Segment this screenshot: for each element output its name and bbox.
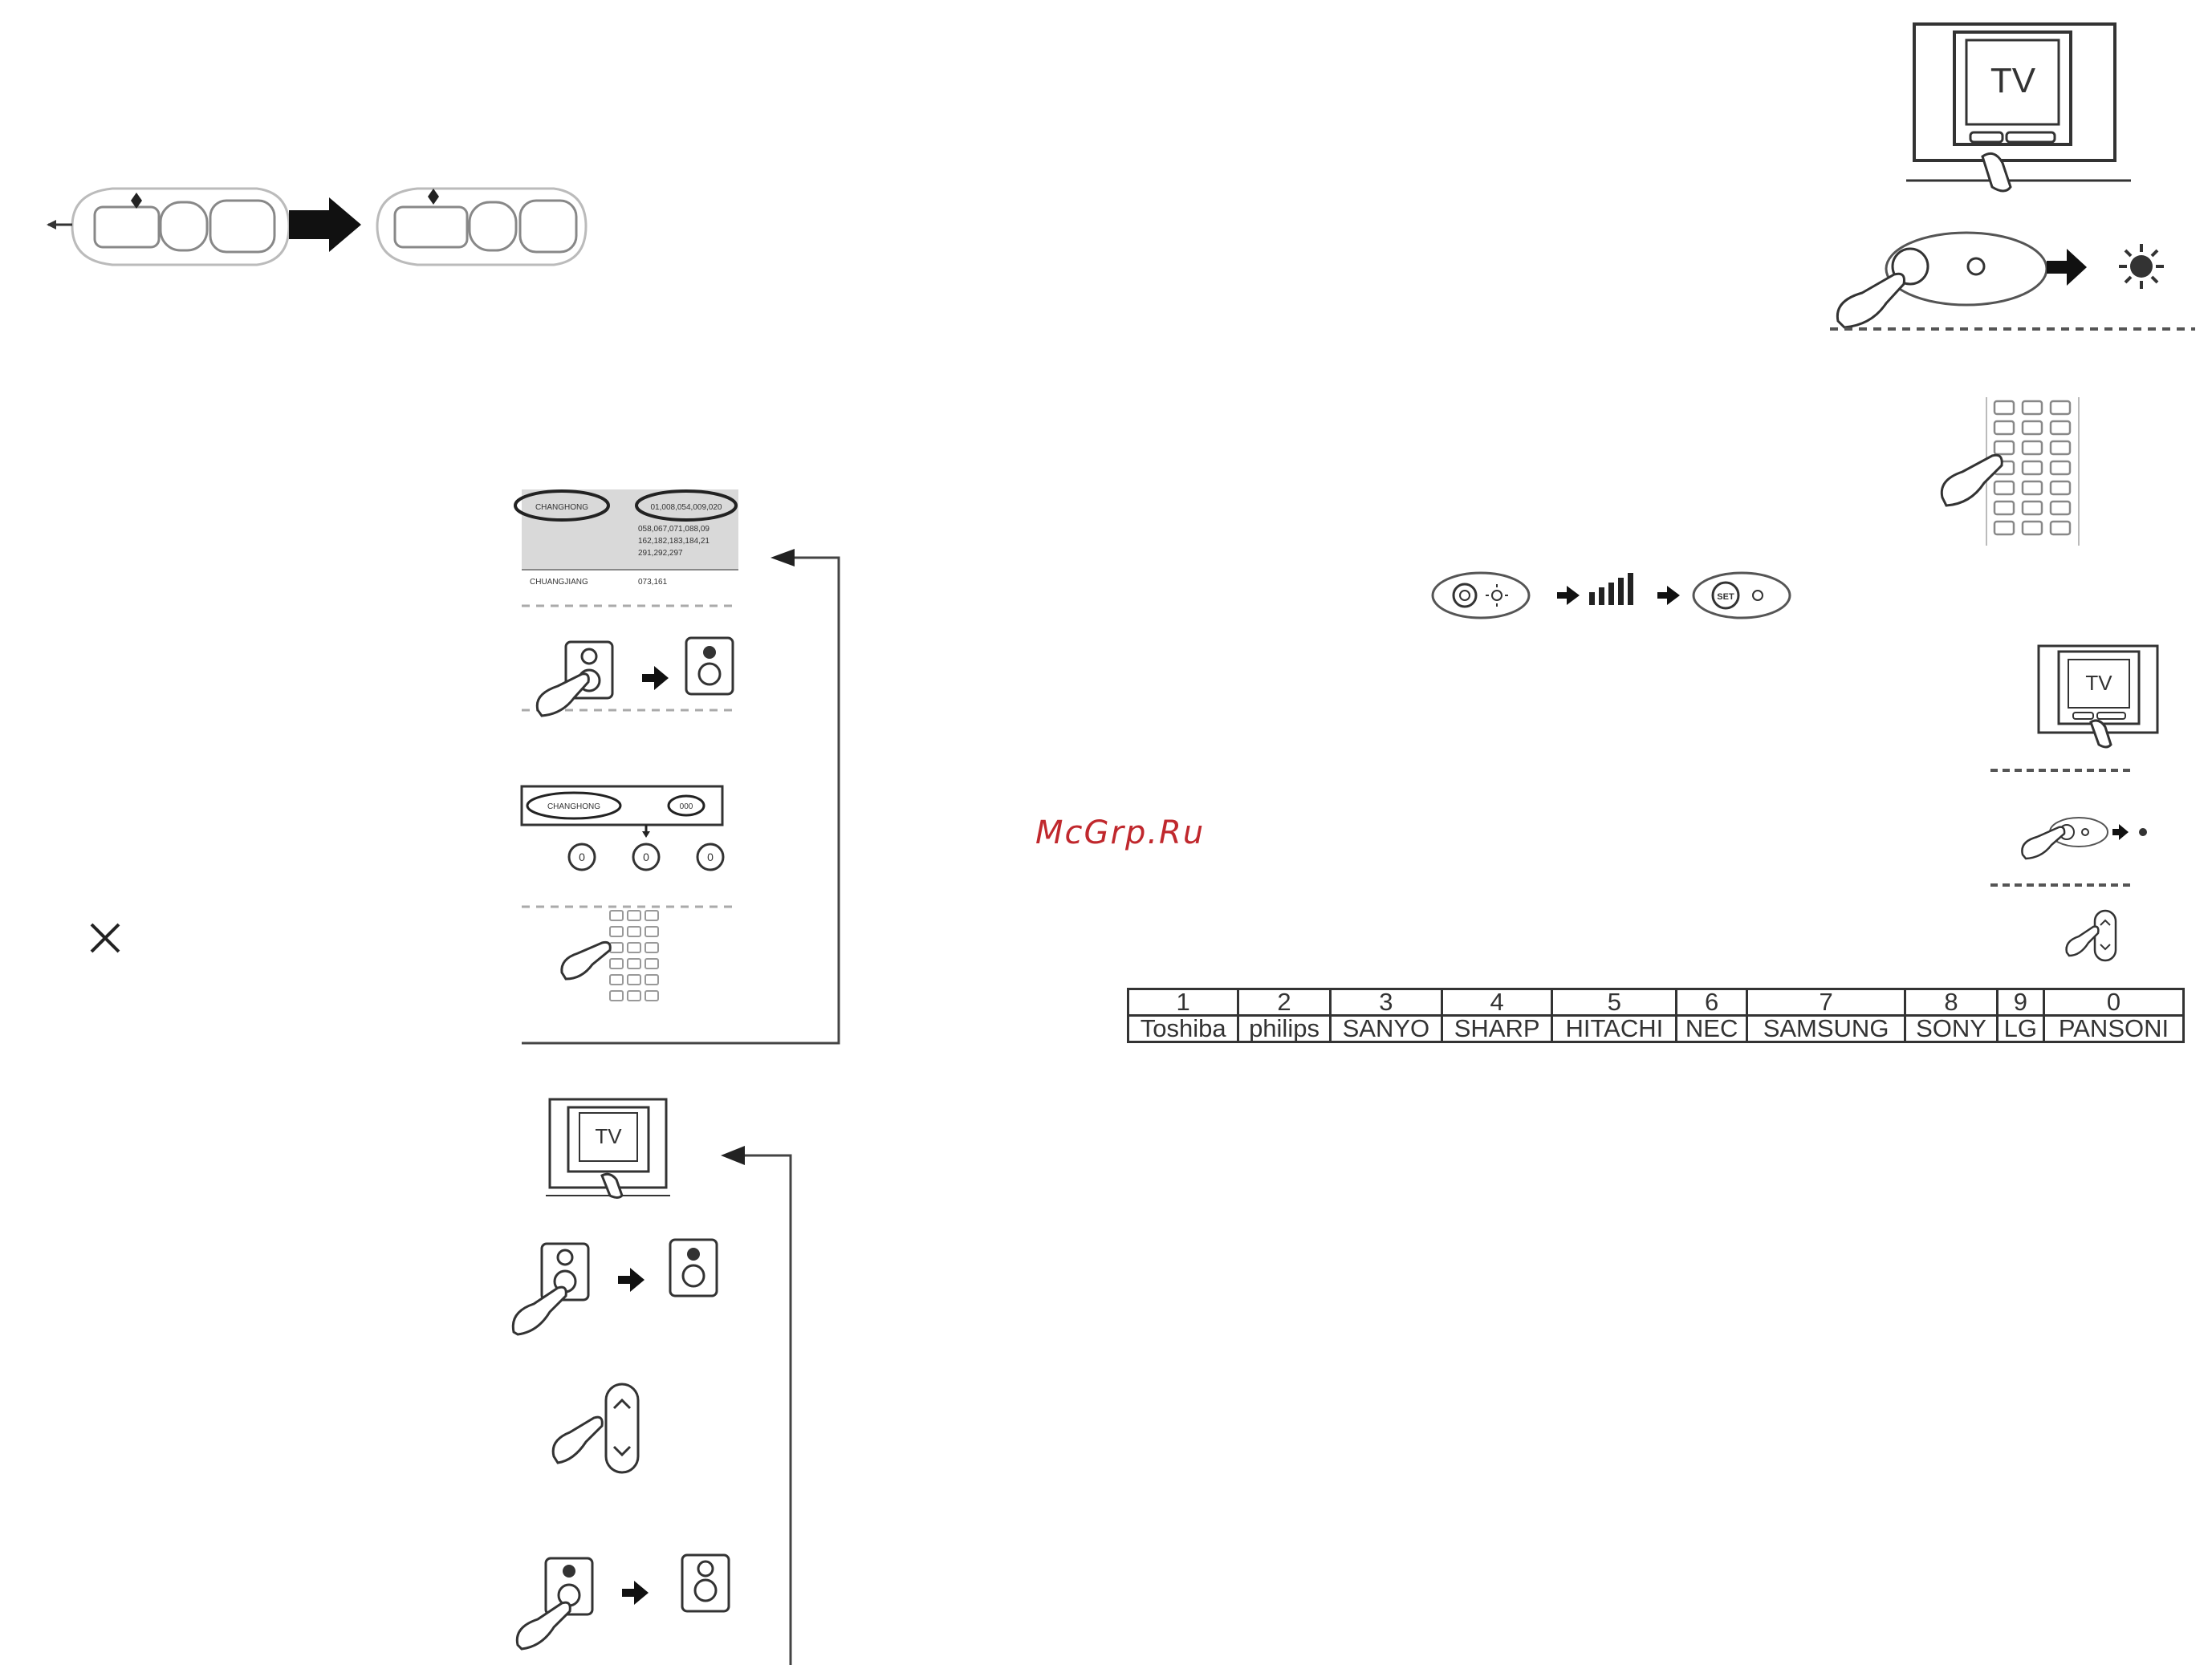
table-cell-brand: SHARP [1442,1016,1552,1042]
table-cell-number: 5 [1552,989,1677,1016]
brand-code-table: 1 2 3 4 5 6 7 8 9 0 Toshiba philips SANY… [1127,988,2185,1043]
led-signal-set-figure: SET [1429,562,1814,634]
right-column-steps [1990,766,2151,967]
table-cell-brand: NEC [1677,1016,1746,1042]
loop-back-arrow-upper [514,538,851,1051]
tv-label-right: TV [2085,671,2112,695]
watermark-text: McGrp.Ru [1035,814,1205,851]
tv-illustration-lower: TV [546,1095,682,1208]
list-codes-1b: 058,067,071,088,09 [638,525,710,534]
table-cell-brand: SANYO [1330,1016,1441,1042]
tv-label-top: TV [1990,61,2036,100]
tv-illustration-top-right: TV [1902,20,2135,205]
table-cell-number: 3 [1330,989,1441,1016]
set-label: SET [1717,592,1734,602]
press-button-led-lower-figure [510,1232,742,1340]
tv-label-lower: TV [595,1124,622,1148]
table-cell-number: 9 [1997,989,2043,1016]
table-cell-brand: Toshiba [1128,1016,1238,1042]
table-cell-number: 6 [1677,989,1746,1016]
battery-insertion-illustration [24,152,602,289]
remote-keypad-figure [1934,393,2103,554]
table-cell-brand: SAMSUNG [1746,1016,1905,1042]
table-cell-number: 1 [1128,989,1238,1016]
table-row-numbers: 1 2 3 4 5 6 7 8 9 0 [1128,989,2184,1016]
table-cell-brand: HITACHI [1552,1016,1677,1042]
table-row-brands: Toshiba philips SANYO SHARP HITACHI NEC … [1128,1016,2184,1042]
remote-power-led-figure [1822,217,2199,345]
table-cell-number: 7 [1746,989,1905,1016]
channel-rocker-figure [546,1376,658,1480]
list-brand-1: CHANGHONG [535,503,588,512]
table-cell-number: 4 [1442,989,1552,1016]
table-cell-number: 2 [1238,989,1330,1016]
close-icon[interactable] [87,920,124,956]
list-codes-1: 01,008,054,009,020 [651,503,722,512]
led-off-figure [514,1549,746,1657]
table-cell-brand: philips [1238,1016,1330,1042]
table-cell-brand: LG [1997,1016,2043,1042]
table-cell-number: 8 [1905,989,1997,1016]
tv-illustration-right: TV [2035,642,2163,758]
table-cell-brand: PANSONI [2044,1016,2184,1042]
table-cell-brand: SONY [1905,1016,1997,1042]
table-cell-number: 0 [2044,989,2184,1016]
